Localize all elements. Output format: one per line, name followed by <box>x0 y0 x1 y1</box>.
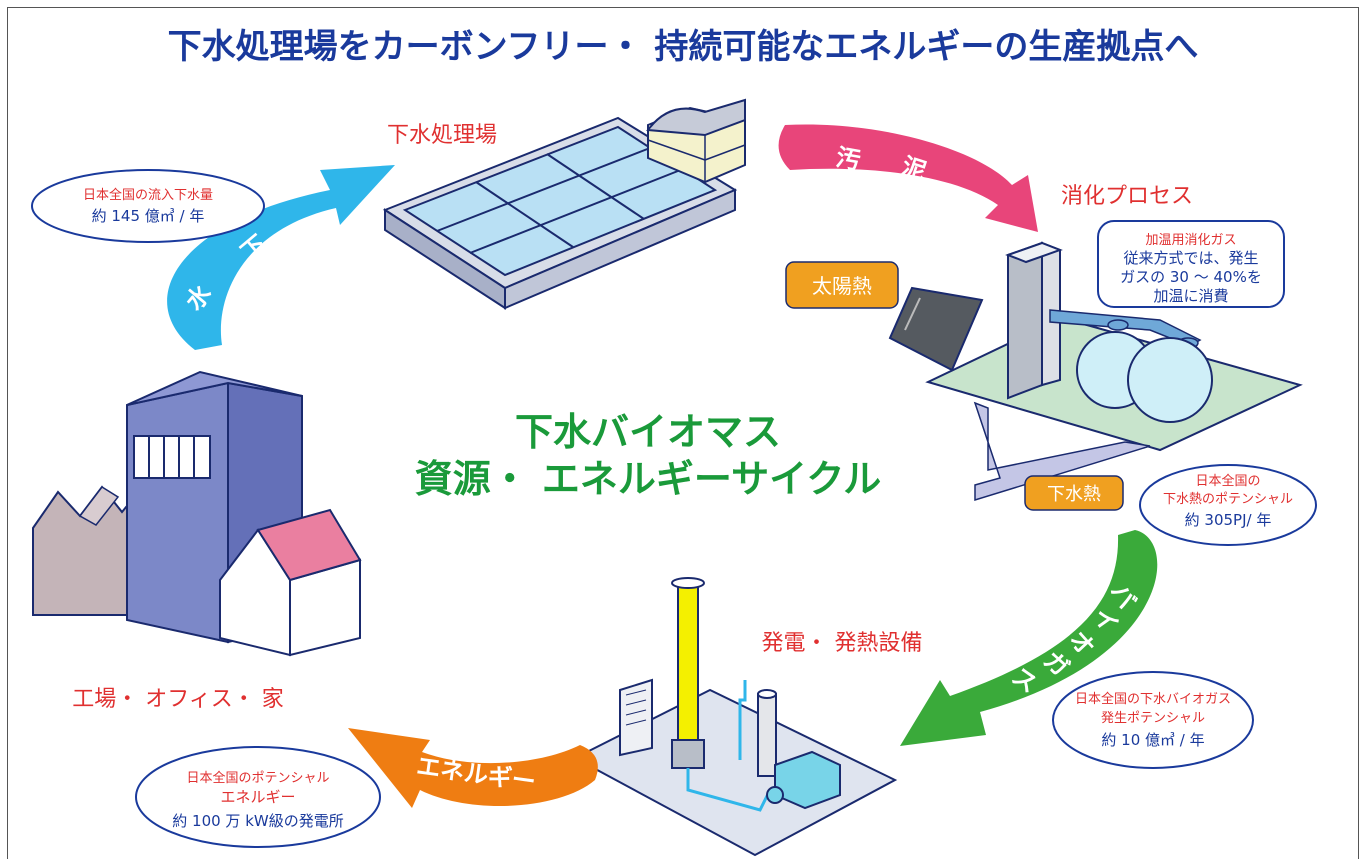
sewage-heat-line-3: 約 305PJ/ 年 <box>1185 511 1272 529</box>
sewage-plant-illustration <box>382 98 746 310</box>
digestion-label: 消化プロセス <box>1061 184 1193 209</box>
sewage-heat-line-1: 日本全国の <box>1195 473 1260 489</box>
consumers-illustration <box>32 370 362 657</box>
digestion-illustration <box>925 241 1303 502</box>
energy-callout: 日本全国のポテンシャル エネルギー 約 100 万 kW級の発電所 <box>135 746 381 848</box>
solar-heat-tag: 太陽熱 <box>785 261 899 309</box>
energy-line-2: エネルギー <box>220 788 295 806</box>
heating-gas-line-3: ガスの 30 ～ 40%を <box>1120 268 1262 286</box>
sewage-heat-callout: 日本全国の 下水熱のポテンシャル 約 305PJ/ 年 <box>1139 464 1317 546</box>
biogas-arrow <box>900 530 1158 746</box>
heating-gas-callout: 加温用消化ガス 従来方式では、発生 ガスの 30 ～ 40%を 加温に消費 <box>1097 220 1285 308</box>
sludge-arrow-char-1: 汚 <box>834 143 862 175</box>
sewage-plant-label: 下水処理場 <box>387 123 497 148</box>
sewage-heat-line-2: 下水熱のポテンシャル <box>1163 492 1293 507</box>
biogas-line-2: 発生ポテンシャル <box>1101 711 1205 726</box>
sludge-arrow <box>778 124 1038 232</box>
energy-line-3: 約 100 万 kW級の発電所 <box>172 812 343 830</box>
heating-gas-line-4: 加温に消費 <box>1153 287 1228 305</box>
sewage-heat-label: 下水熱 <box>1047 484 1101 505</box>
heating-gas-line-1: 加温用消化ガス <box>1145 233 1236 248</box>
solar-panel-illustration <box>888 286 984 372</box>
center-title-line-1: 下水バイオマス <box>515 410 781 454</box>
center-title-line-2: 資源・ エネルギーサイクル <box>415 457 882 501</box>
energy-arrow <box>348 728 598 808</box>
energy-line-1: 日本全国のポテンシャル <box>186 770 329 786</box>
inflow-line-1: 日本全国の流入下水量 <box>83 187 213 203</box>
sewage-arrow <box>167 165 395 350</box>
biogas-callout: 日本全国の下水バイオガス 発生ポテンシャル 約 10 億㎥ / 年 <box>1052 671 1254 769</box>
power-plant-illustration <box>572 577 898 857</box>
inflow-line-2: 約 145 億㎥ / 年 <box>92 207 205 225</box>
consumers-label: 工場・ オフィス・ 家 <box>72 687 284 712</box>
biogas-line-1: 日本全国の下水バイオガス <box>1075 691 1231 707</box>
power-label: 発電・ 発熱設備 <box>762 631 923 656</box>
inflow-callout: 日本全国の流入下水量 約 145 億㎥ / 年 <box>31 169 265 243</box>
diagram-frame <box>7 7 1359 859</box>
biogas-line-3: 約 10 億㎥ / 年 <box>1101 731 1204 749</box>
heating-gas-line-2: 従来方式では、発生 <box>1123 249 1258 267</box>
sewage-heat-tag: 下水熱 <box>1024 475 1124 511</box>
page-title: 下水処理場をカーボンフリー・ 持続可能なエネルギーの生産拠点へ <box>168 27 1199 67</box>
solar-heat-label: 太陽熱 <box>812 274 872 298</box>
